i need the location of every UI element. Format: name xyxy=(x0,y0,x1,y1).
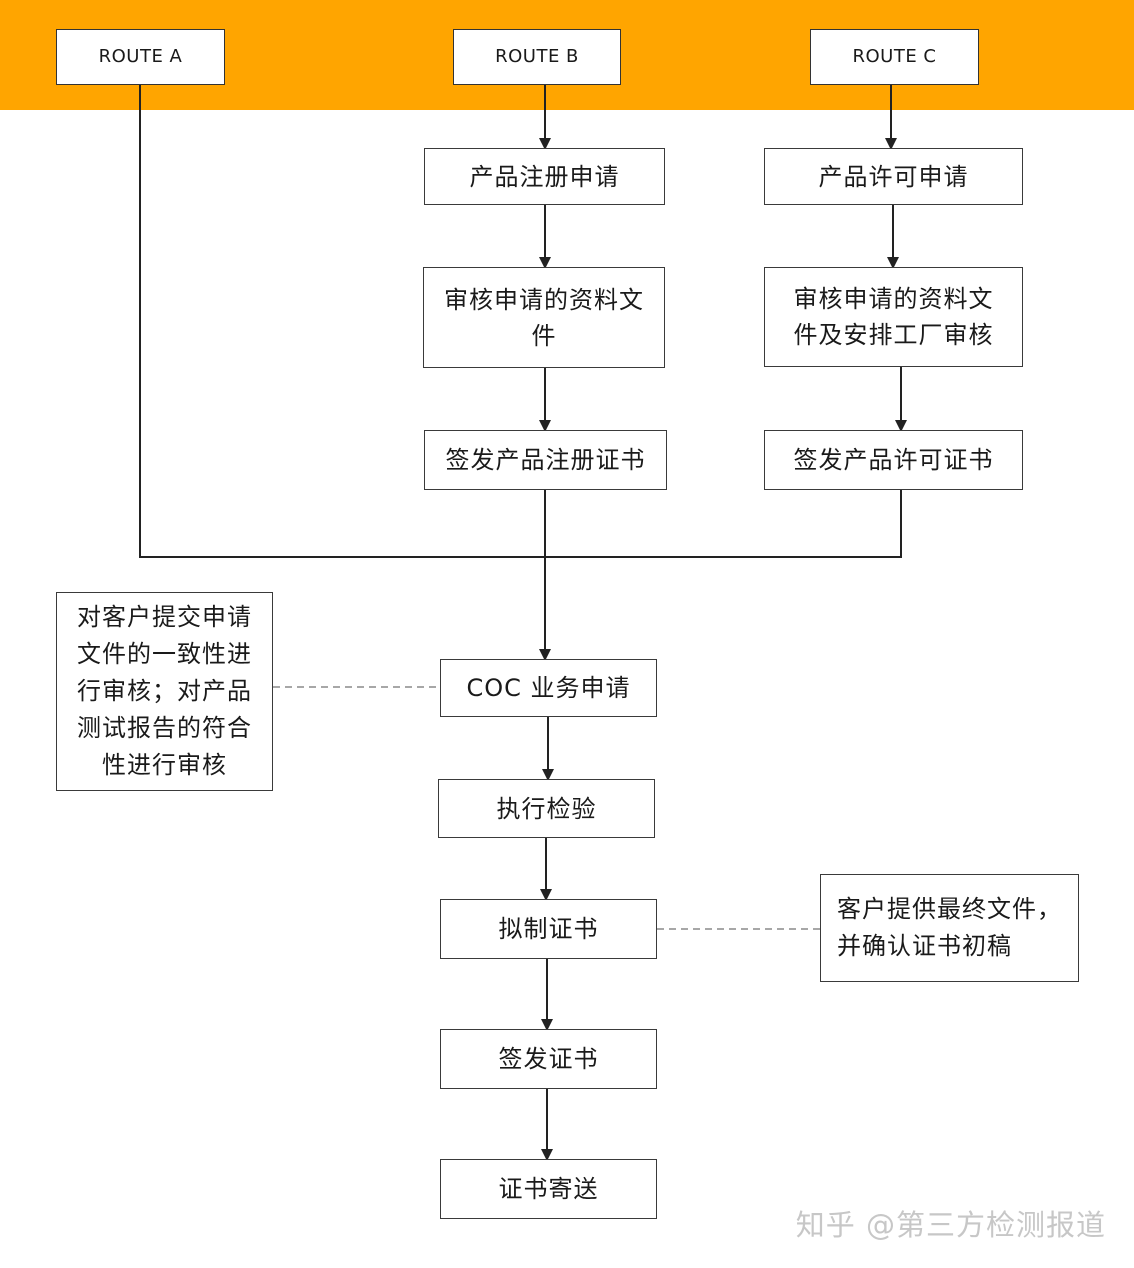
review-application-documents-text: 审核申请的资料文件 xyxy=(444,285,644,350)
watermark: 知乎 @第三方检测报道 xyxy=(795,1208,1106,1242)
mail-certificate: 证书寄送 xyxy=(440,1159,657,1219)
route-a-box: ROUTE A xyxy=(56,29,225,85)
perform-inspection: 执行检验 xyxy=(438,779,655,838)
left-review-note-text: 对客户提交申请文件的一致性进行审核；对产品测试报告的符合性进行审核 xyxy=(77,603,252,779)
right-final-docs-note-text: 客户提供最终文件，并确认证书初稿 xyxy=(837,895,1062,960)
issue-certificate: 签发证书 xyxy=(440,1029,657,1089)
issue-license-certificate: 签发产品许可证书 xyxy=(764,430,1023,490)
route-a-connector xyxy=(139,85,545,558)
route-c-box: ROUTE C xyxy=(810,29,979,85)
product-license-application: 产品许可申请 xyxy=(764,148,1023,205)
review-documents-factory-audit-text: 审核申请的资料文件及安排工厂审核 xyxy=(793,285,994,349)
issue-registration-certificate: 签发产品注册证书 xyxy=(424,430,667,490)
draft-certificate: 拟制证书 xyxy=(440,899,657,959)
review-documents-factory-audit: 审核申请的资料文件及安排工厂审核 xyxy=(764,267,1023,367)
product-registration-application: 产品注册申请 xyxy=(424,148,665,205)
right-final-docs-note: 客户提供最终文件，并确认证书初稿 xyxy=(820,874,1079,982)
coc-application: COC 业务申请 xyxy=(440,659,657,717)
review-application-documents: 审核申请的资料文件 xyxy=(423,267,665,368)
left-review-note: 对客户提交申请文件的一致性进行审核；对产品测试报告的符合性进行审核 xyxy=(56,592,273,791)
route-c-connector xyxy=(545,490,902,558)
route-b-box: ROUTE B xyxy=(453,29,621,85)
